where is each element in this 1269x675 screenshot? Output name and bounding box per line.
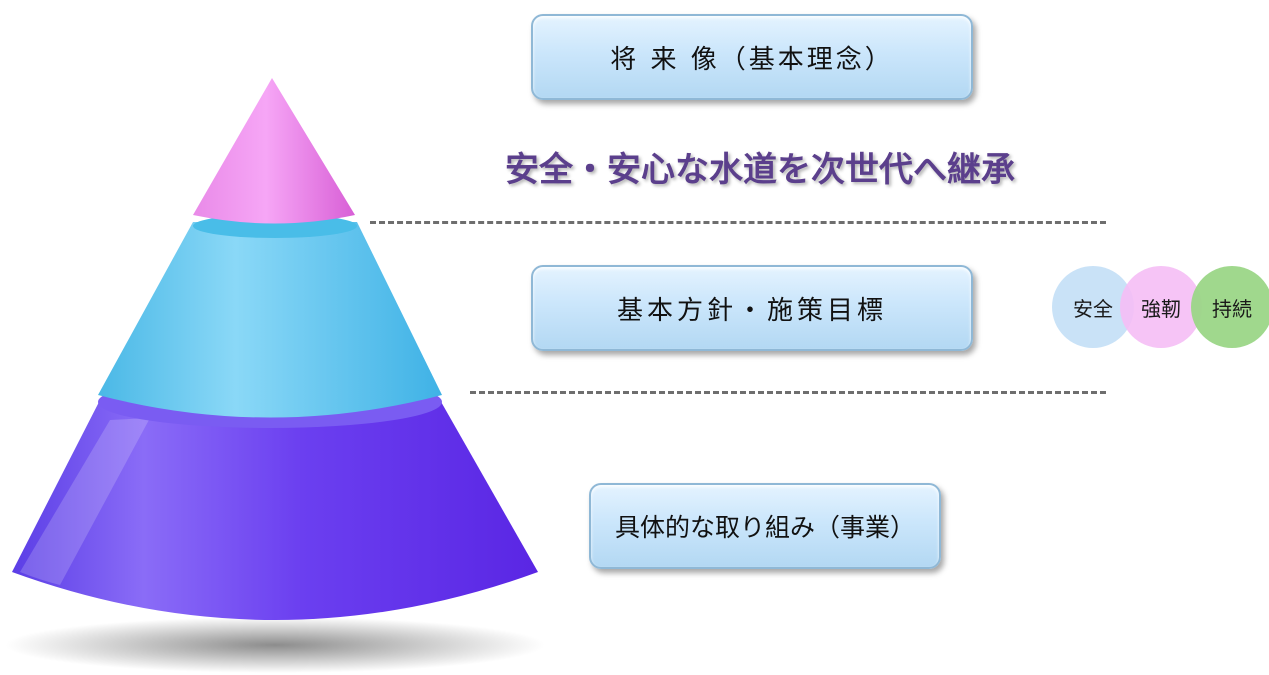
middle-tier — [98, 222, 442, 418]
bottom-tier-gloss — [20, 418, 150, 585]
pyramid-diagram — [5, 78, 545, 673]
pillar-resilience-label: 強靭 — [1141, 296, 1181, 321]
pyramid-shadow — [5, 617, 545, 673]
divider-upper — [370, 221, 1106, 224]
pillar-resilience: 強靭 — [1120, 266, 1202, 348]
pillar-sustainability-label: 持続 — [1212, 296, 1252, 321]
divider-lower — [470, 391, 1106, 394]
projects-level-box: 具体的な取り組み（事業） — [589, 483, 941, 569]
pillar-safety-label: 安全 — [1073, 296, 1113, 321]
vision-slogan: 安全・安心な水道を次世代へ継承 — [505, 150, 1015, 190]
vision-level-box: 将 来 像（基本理念） — [531, 14, 973, 100]
policy-level-label: 基本方針・施策目標 — [616, 295, 887, 326]
policy-level-box: 基本方針・施策目標 — [531, 265, 973, 351]
bottom-tier — [12, 400, 538, 620]
projects-level-label: 具体的な取り組み（事業） — [614, 513, 915, 542]
vision-level-label: 将 来 像（基本理念） — [610, 44, 894, 75]
top-tier — [193, 78, 355, 224]
pillar-sustainability: 持続 — [1191, 266, 1269, 348]
